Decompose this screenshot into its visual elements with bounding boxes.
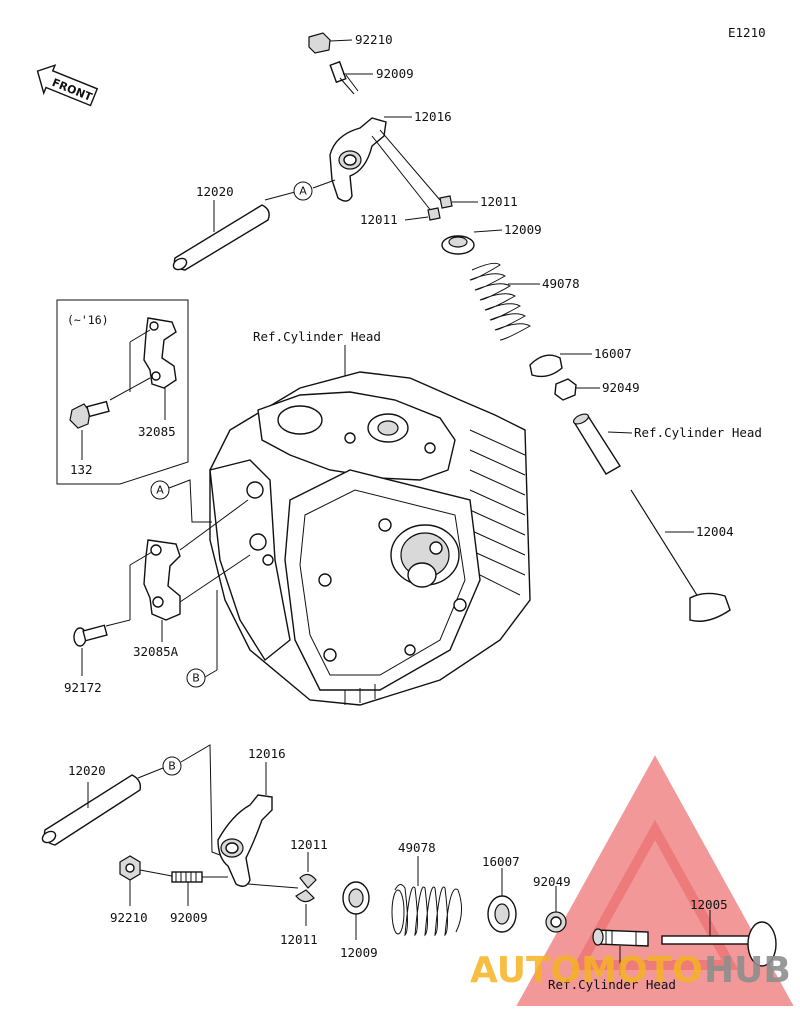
callout-b-bottom: B bbox=[162, 756, 182, 776]
label-92210-top: 92210 bbox=[355, 32, 393, 47]
shaft-12020-top bbox=[172, 200, 270, 271]
svg-text:A: A bbox=[156, 484, 164, 497]
plate-32085A bbox=[129, 499, 251, 642]
label-ref-cylinder-head-guide: Ref.Cylinder Head bbox=[634, 425, 762, 440]
label-92049-bottom: 92049 bbox=[533, 874, 571, 889]
callout-b-mid: B bbox=[186, 668, 206, 688]
cylinder-head-illustration bbox=[209, 371, 531, 706]
front-arrow-icon: FRONT bbox=[36, 64, 99, 107]
label-32085: 32085 bbox=[138, 424, 176, 439]
keepers-12011-top bbox=[404, 195, 478, 221]
callout-a-top: A bbox=[293, 181, 313, 201]
label-92210-bottom: 92210 bbox=[110, 910, 148, 925]
label-12009-top: 12009 bbox=[504, 222, 542, 237]
label-132: 132 bbox=[70, 462, 93, 477]
label-12011-bottom-top: 12011 bbox=[290, 837, 328, 852]
label-12005: 12005 bbox=[690, 897, 728, 912]
label-ref-cylinder-head-top: Ref.Cylinder Head bbox=[253, 329, 381, 344]
screw-92172 bbox=[73, 619, 131, 676]
label-49078-bottom: 49078 bbox=[398, 840, 436, 855]
label-49078-top: 49078 bbox=[542, 276, 580, 291]
label-16007-bottom: 16007 bbox=[482, 854, 520, 869]
rocker-arm-12016-top bbox=[329, 116, 412, 202]
svg-text:A: A bbox=[299, 185, 307, 198]
diagram-code: E1210 bbox=[728, 25, 766, 40]
seal-16007-bottom bbox=[487, 868, 517, 933]
svg-text:B: B bbox=[192, 672, 200, 685]
label-12011-bottom-bottom: 12011 bbox=[280, 932, 318, 947]
valve-12005 bbox=[661, 910, 777, 967]
label-12011-top-left: 12011 bbox=[360, 212, 398, 227]
label-12020-bottom: 12020 bbox=[68, 763, 106, 778]
valve-guide-bottom bbox=[592, 928, 649, 975]
label-ref-cylinder-head-bottom: Ref.Cylinder Head bbox=[548, 977, 676, 992]
inset-box: (~'16) bbox=[56, 299, 189, 485]
seal-16007-top bbox=[529, 353, 592, 378]
spring-49078-bottom bbox=[391, 856, 462, 937]
valve-guide-top bbox=[572, 413, 633, 475]
svg-text:HUB: HUB bbox=[704, 950, 791, 991]
nut-92210-bottom bbox=[119, 855, 173, 906]
label-12016-top: 12016 bbox=[414, 109, 452, 124]
seal-92049-bottom bbox=[545, 886, 567, 933]
label-92009-bottom: 92009 bbox=[170, 910, 208, 925]
shaft-12020-bottom bbox=[41, 774, 142, 846]
nut-92210-top bbox=[308, 32, 353, 54]
spring-49078-top bbox=[469, 262, 540, 341]
seal-92049-top bbox=[554, 378, 600, 401]
retainer-12009-bottom bbox=[342, 881, 370, 940]
screw-92009-top bbox=[329, 60, 373, 95]
valve-12004 bbox=[630, 489, 731, 622]
label-92049-top: 92049 bbox=[602, 380, 640, 395]
label-32085A: 32085A bbox=[133, 644, 179, 659]
label-12009-bottom: 12009 bbox=[340, 945, 378, 960]
svg-text:AUTOMOTO: AUTOMOTO bbox=[470, 950, 703, 991]
label-92172: 92172 bbox=[64, 680, 102, 695]
label-12016-bottom: 12016 bbox=[248, 746, 286, 761]
screw-92009-bottom bbox=[171, 871, 228, 906]
watermark-text: AUTOMOTO HUB bbox=[470, 950, 791, 991]
svg-text:B: B bbox=[168, 760, 176, 773]
label-12004: 12004 bbox=[696, 524, 734, 539]
inset-label: (~'16) bbox=[67, 313, 109, 327]
rocker-arm-12016-bottom bbox=[217, 762, 299, 889]
retainer-12009-top bbox=[441, 229, 503, 255]
label-16007-top: 16007 bbox=[594, 346, 632, 361]
callout-a-left: A bbox=[150, 480, 170, 500]
label-12011-top-right: 12011 bbox=[480, 194, 518, 209]
label-12020-top: 12020 bbox=[196, 184, 234, 199]
label-92009-top: 92009 bbox=[376, 66, 414, 81]
keepers-12011-bottom bbox=[295, 852, 317, 926]
